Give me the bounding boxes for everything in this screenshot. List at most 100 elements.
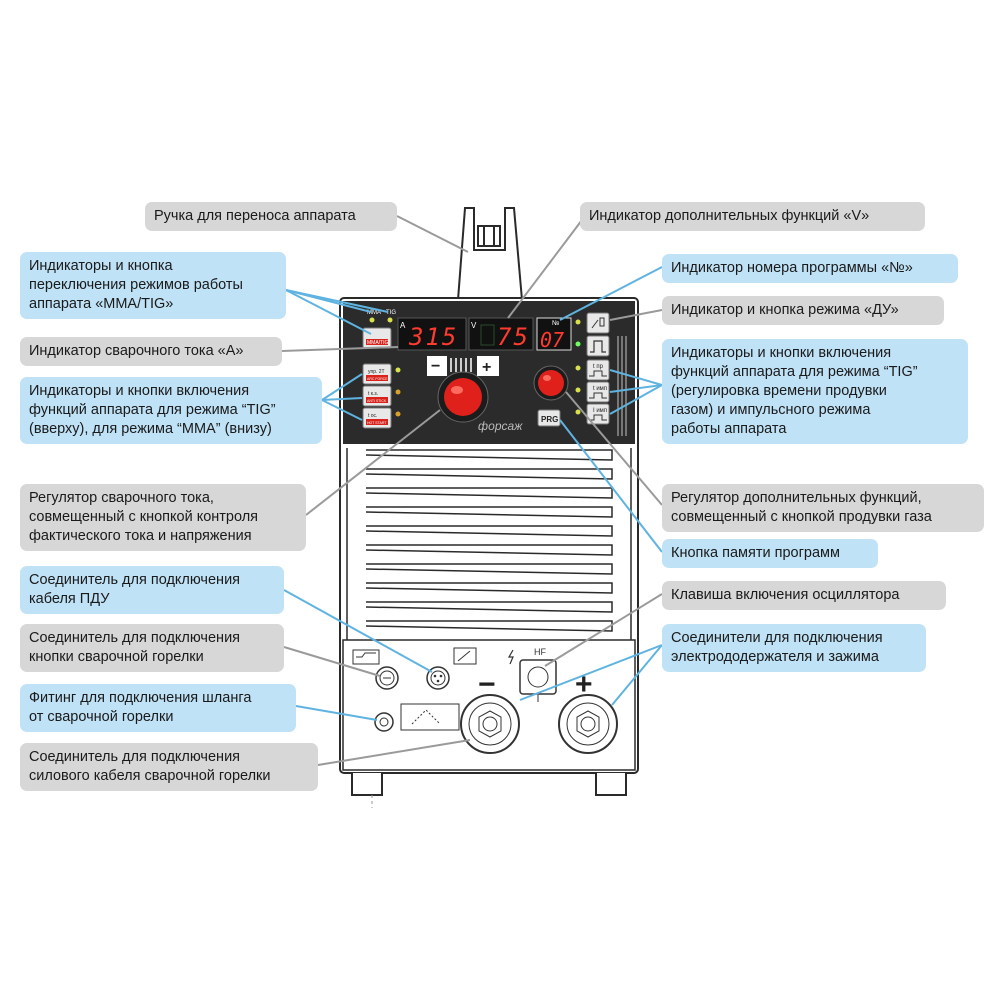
leader-line [519,644,663,701]
current-plus-sign: + [482,359,491,376]
plus-terminal[interactable] [558,694,618,754]
du-mode-button[interactable] [586,312,610,334]
callout-line: Соединитель для подключения [29,630,241,646]
tig-led [387,317,393,323]
right-function-button[interactable]: I имп [586,403,610,425]
callout-line: Индикаторы и кнопки включения [29,383,250,399]
left-button-led [395,389,401,395]
callout-line: силового кабеля сварочной горелки [29,768,271,784]
vent-louvres [365,449,613,632]
voltage-display-unit: V [471,321,477,330]
leader-line [281,346,399,352]
oscillator-switch[interactable] [519,659,557,702]
program-display: № 07 [536,317,572,352]
callout-power-cable: Соединитель для подключения силового кабе… [20,743,318,791]
callout-line: работы аппарата [671,421,787,437]
mode-tig-label: TIG [386,310,396,316]
left-button-top-label: упр. 2Т [368,369,385,375]
callout-line: совмещенный с кнопкой контроля [29,509,259,525]
leader-line [285,289,389,313]
leader-line [609,384,663,415]
callout-v-indicator: Индикатор дополнительных функций «V» [580,202,925,231]
left-button-bottom-label: ARC FORCE [367,377,388,381]
louvre-slat [365,449,613,461]
leader-line [609,369,663,386]
callout-extra-knob: Регулятор дополнительных функций,совмеще… [662,484,984,532]
callout-line: кабеля ПДУ [29,591,110,607]
callout-line: Индикаторы и кнопки включения [671,345,892,361]
callout-line: Регулятор дополнительных функций, [671,490,922,506]
callout-oscillator: Клавиша включения осциллятора [662,581,946,610]
current-minus-sign: − [431,358,440,375]
lightning-icon [507,649,514,665]
pulse-mode-button[interactable] [586,335,610,357]
callout-torch-button: Соединитель для подключения кнопки свароч… [20,624,284,672]
minus-terminal[interactable] [460,694,520,754]
voltage-display: V 75 [468,317,534,351]
louvre-slat [365,506,613,518]
callout-program-memory: Кнопка памяти программ [662,539,878,568]
leader-line [317,739,471,766]
program-display-label: № [552,320,560,327]
right-function-buttons: t прt имп I имп [575,359,610,425]
torch-button-connector[interactable] [375,666,399,690]
mma-led [369,317,375,323]
left-button-top-label: t ос. [368,413,377,419]
louvre-slat [365,563,613,575]
right-function-button[interactable]: t пр [586,359,610,381]
callout-handle: Ручка для переноса аппарата [145,202,397,231]
program-memory-button[interactable]: PRG [537,409,561,427]
callout-pdu: Соединитель для подключения кабеля ПДУ [20,566,284,614]
leader-line [321,397,363,401]
callout-line: Индикатор и кнопка режима «ДУ» [671,302,899,318]
louvre-slat [365,544,613,556]
bargraph-right [617,336,627,436]
louvre-slat [365,525,613,537]
left-function-button[interactable]: упр. 2Т ARC FORCE [362,363,392,385]
callout-line: газом) и импульсного режима [671,402,871,418]
voltage-display-value: 75 [497,323,530,351]
right-button-led [575,365,581,371]
current-display-unit: A [400,321,406,330]
leader-line [565,391,663,506]
louvre-slat [365,582,613,594]
leader-line [396,215,469,253]
callout-line: Регулятор сварочного тока, [29,490,214,506]
left-button-bottom-label: ANTI STICK [367,399,387,403]
current-knob[interactable] [437,371,489,423]
extra-function-knob[interactable] [533,365,569,401]
pulse-led [575,341,581,347]
leader-line [559,419,663,553]
side-rails [346,448,632,640]
leader-line [321,373,363,401]
louvre-slat [365,468,613,480]
right-button-label: I имп [593,408,607,414]
current-display: A 315 [397,317,467,351]
current-display-value: 315 [408,323,458,351]
right-function-button[interactable]: t имп [586,381,610,403]
left-function-button[interactable]: t к.з.ANTI STICK [362,385,392,407]
machine-feet [351,773,627,796]
callout-du-mode: Индикатор и кнопка режима «ДУ» [662,296,944,325]
callout-line: Соединители для подключения [671,630,883,646]
callout-line: Соединитель для подключения [29,749,241,765]
pdu-label-plate [352,649,380,665]
warning-plate [400,703,460,731]
callout-line: Соединитель для подключения [29,572,241,588]
louvre-slat [365,601,613,613]
callout-line: Клавиша включения осциллятора [671,587,900,603]
callout-line: кнопки сварочной горелки [29,649,204,665]
leader-line [283,646,381,677]
pdu-connector[interactable] [426,666,450,690]
leader-line [609,309,663,321]
program-display-value: 07 [540,328,564,352]
left-button-led [395,367,401,373]
callout-line: аппарата «MMA/TIG» [29,296,174,312]
left-function-button[interactable]: t ос.HOT START [362,407,392,429]
leader-line [285,289,372,335]
callout-line: функций аппарата для режима “TIG” [671,364,918,380]
gas-fitting[interactable] [374,712,394,732]
leader-line [283,589,433,673]
